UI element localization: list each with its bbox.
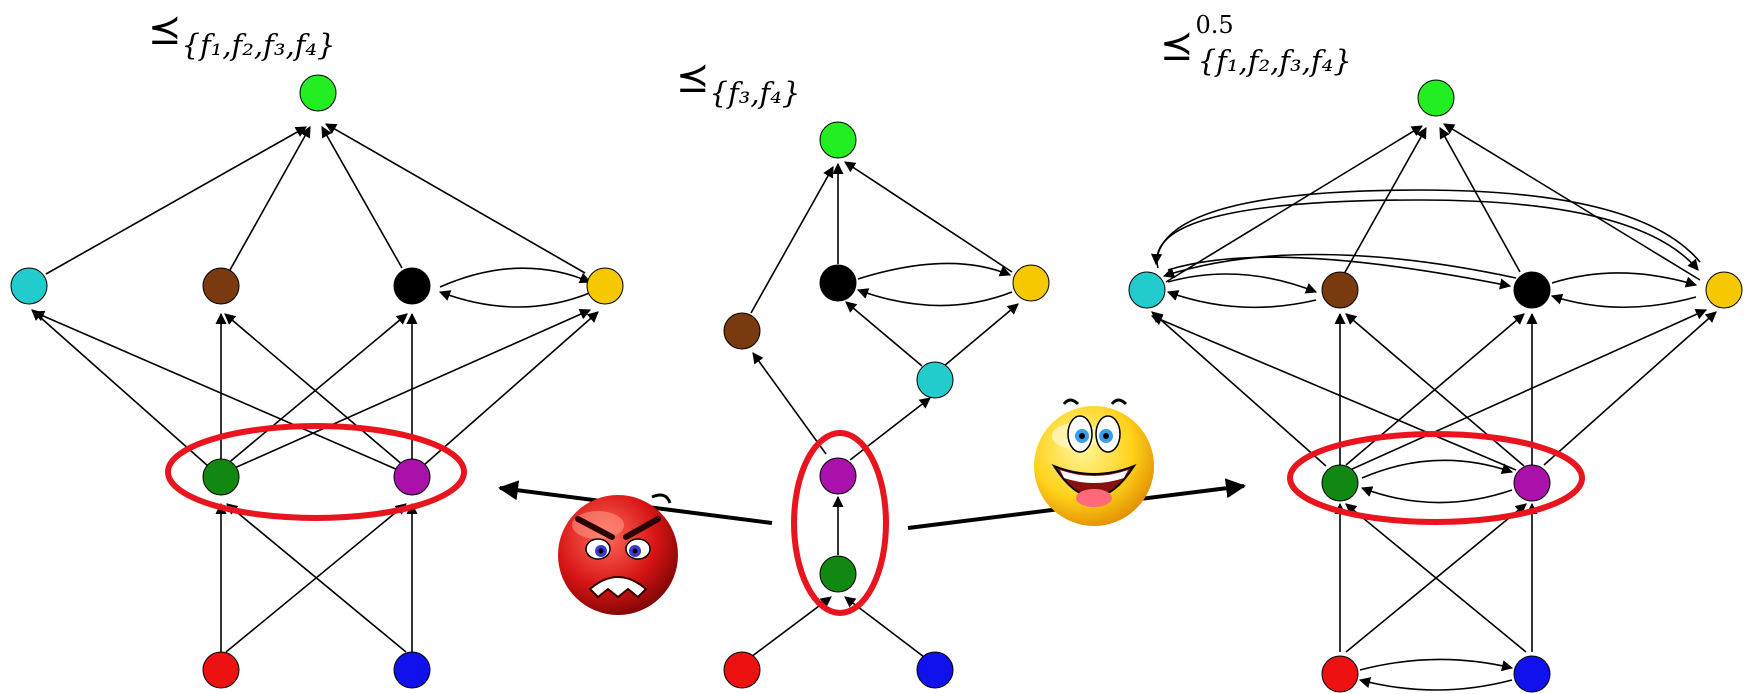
node-blue xyxy=(1513,655,1551,693)
right-panel-nodes xyxy=(1128,79,1743,693)
edge xyxy=(224,313,405,467)
node-purple xyxy=(393,458,431,496)
highlight-ellipse-right xyxy=(1287,431,1585,525)
node-cyan xyxy=(916,361,954,399)
angry-face-icon xyxy=(558,493,678,615)
node-purple xyxy=(1513,464,1551,502)
node-red xyxy=(723,651,761,689)
edge xyxy=(1439,127,1521,273)
edge xyxy=(1167,273,1318,294)
node-purple xyxy=(819,457,857,495)
node-blue xyxy=(393,651,431,689)
edge xyxy=(1151,311,1327,467)
edge xyxy=(321,126,403,269)
edge xyxy=(229,126,311,271)
node-yellow xyxy=(586,267,624,305)
node-cyan xyxy=(10,267,48,305)
highlight-ellipse-middle xyxy=(791,430,889,616)
edge xyxy=(1359,658,1514,672)
highlight-ellipse-left xyxy=(165,423,467,521)
node-green-top xyxy=(1417,79,1455,117)
edge xyxy=(229,308,592,471)
node-black xyxy=(819,264,857,302)
edge xyxy=(856,288,1013,307)
node-black xyxy=(393,267,431,305)
node-dark-green xyxy=(1321,464,1359,502)
edge xyxy=(31,309,209,467)
edge xyxy=(1167,256,1512,290)
edge xyxy=(857,262,1012,280)
edge xyxy=(1162,253,1517,279)
edge xyxy=(752,352,827,455)
edge xyxy=(750,166,834,314)
edge xyxy=(1150,189,1701,266)
edge xyxy=(226,503,407,653)
edge xyxy=(1550,293,1697,309)
edge xyxy=(1543,311,1717,466)
happy-face-icon xyxy=(1034,398,1154,526)
middle-panel-edges xyxy=(746,161,1019,661)
right-panel-edges xyxy=(1150,123,1717,691)
edge xyxy=(32,310,399,471)
node-black xyxy=(1513,271,1551,309)
node-brown xyxy=(1321,271,1359,309)
edge xyxy=(1361,459,1514,479)
label-left: ⪯{f₁,f₂,f₃,f₄} xyxy=(148,7,336,62)
node-green-top xyxy=(819,121,857,159)
label-right: ⪯0.5{f₁,f₂,f₃,f₄} xyxy=(1160,11,1352,78)
node-green-top xyxy=(299,74,337,112)
edge xyxy=(423,311,599,466)
node-brown xyxy=(202,267,240,305)
edge xyxy=(849,397,931,461)
left-panel-nodes xyxy=(10,74,624,689)
node-dark-green xyxy=(819,555,857,593)
node-cyan xyxy=(1128,271,1166,309)
edge xyxy=(1156,199,1699,271)
middle-panel-nodes xyxy=(723,121,1050,689)
edge xyxy=(1166,290,1317,309)
edge xyxy=(325,123,586,274)
edge xyxy=(746,596,832,661)
left-panel-edges xyxy=(31,123,599,653)
edge xyxy=(1345,503,1527,653)
edge xyxy=(439,267,592,288)
edge xyxy=(943,303,1019,367)
edge xyxy=(844,161,1013,273)
node-brown xyxy=(723,312,761,350)
edge xyxy=(45,126,307,275)
edge xyxy=(1358,677,1513,691)
node-dark-green xyxy=(202,458,240,496)
edge xyxy=(225,313,408,466)
edge xyxy=(1349,309,1708,471)
edge xyxy=(1150,314,1517,471)
node-yellow xyxy=(1705,271,1743,309)
edge xyxy=(845,301,923,367)
node-yellow xyxy=(1012,264,1050,302)
label-middle: ⪯{f₃,f₄} xyxy=(676,55,801,110)
node-red xyxy=(202,651,240,689)
edge xyxy=(1551,272,1698,288)
node-blue xyxy=(916,651,954,689)
edge xyxy=(1360,486,1513,504)
edge xyxy=(1345,313,1525,467)
edge xyxy=(438,290,593,308)
node-red xyxy=(1321,655,1359,693)
